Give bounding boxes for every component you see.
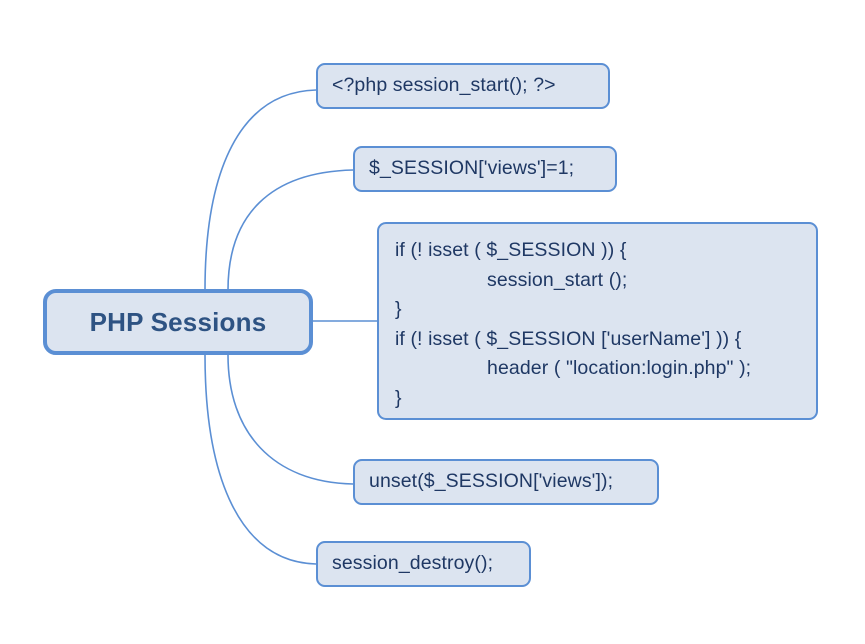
code-line-2: session_start (); — [487, 268, 628, 291]
branch-node-unset-views[interactable]: unset($_SESSION['views']); — [353, 459, 659, 505]
branch-node-label: session_destroy(); — [332, 552, 494, 575]
root-node-label: PHP Sessions — [89, 306, 267, 337]
branch-node-session-destroy[interactable]: session_destroy(); — [316, 541, 531, 587]
branch-node-session-views-assign[interactable]: $_SESSION['views']=1; — [353, 146, 617, 192]
code-line-3: } — [395, 298, 402, 320]
code-line-6: } — [395, 386, 402, 409]
connector-root-to-branch-5 — [204, 354, 317, 565]
code-line-1: if (! isset ( $_SESSION )) { — [395, 239, 627, 261]
code-line-5: header ( "location:login.php" ); — [487, 357, 752, 379]
branch-node-session-start-tag[interactable]: <?php session_start(); ?> — [316, 63, 610, 109]
branch-node-isset-guard-block[interactable]: if (! isset ( $_SESSION )) { session_sta… — [377, 222, 818, 420]
root-node-php-sessions[interactable]: PHP Sessions — [43, 289, 313, 355]
connector-root-to-branch-2 — [227, 169, 354, 291]
branch-node-label: <?php session_start(); ?> — [332, 74, 556, 97]
connector-root-to-branch-1 — [204, 89, 317, 291]
code-line-4: if (! isset ( $_SESSION ['userName'] )) … — [395, 327, 742, 350]
branch-node-label: $_SESSION['views']=1; — [369, 157, 575, 180]
branch-node-label: unset($_SESSION['views']); — [369, 470, 614, 493]
connector-root-to-branch-4 — [227, 354, 354, 485]
